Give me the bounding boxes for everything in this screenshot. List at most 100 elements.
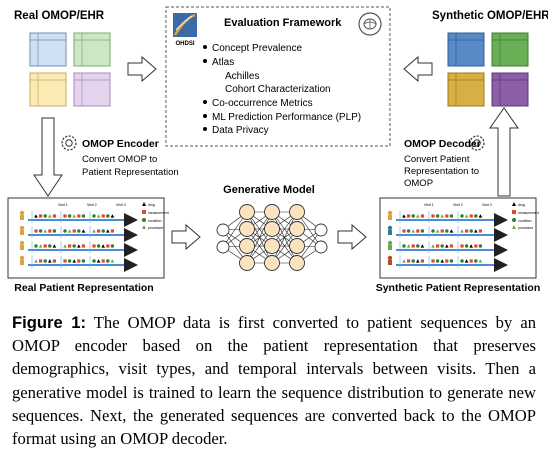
event-triangle-icon xyxy=(96,214,101,218)
bullet xyxy=(203,45,207,49)
event-triangle-icon xyxy=(416,259,420,263)
event-triangle-icon xyxy=(431,244,435,248)
real-table-1 xyxy=(29,32,67,67)
nn-node xyxy=(239,221,255,237)
generative-model-title: Generative Model xyxy=(223,184,315,196)
framework-item-concept-prevalence: Concept Prevalence xyxy=(212,43,302,54)
arrow-synthetic-to-framework xyxy=(403,55,433,83)
framework-item-co-occurrence: Co-occurrence Metrics xyxy=(212,98,313,109)
event-square-icon xyxy=(416,229,420,233)
event-circle-icon xyxy=(435,259,440,263)
event-circle-icon xyxy=(92,259,96,263)
nn-node xyxy=(216,223,230,237)
event-circle-icon xyxy=(464,244,469,248)
event-circle-icon xyxy=(106,214,110,218)
decoder-desc-line3: OMOP xyxy=(404,178,433,189)
arrow-encoder-down xyxy=(33,117,63,197)
nn-node xyxy=(239,255,255,271)
event-square-icon xyxy=(34,229,38,233)
framework-box xyxy=(165,6,391,147)
event-circle-icon xyxy=(474,259,478,263)
bullet xyxy=(203,100,207,104)
event-square-icon xyxy=(81,244,85,248)
event-square-icon xyxy=(43,244,47,248)
patient-avatar-icon xyxy=(388,230,392,235)
event-square-icon xyxy=(39,214,43,218)
encoder-title: OMOP Encoder xyxy=(82,138,159,150)
pipeline-diagram: Real OMOP/EHR OHDSI Evaluation Frame xyxy=(7,6,548,294)
brain-icon xyxy=(358,12,382,36)
arrow-model-to-synthetic-rep xyxy=(337,223,367,251)
legend-label: measurement xyxy=(518,211,539,215)
legend-label: condition xyxy=(518,219,532,223)
real-patient-representation: Visit 1 Visit 2 Visit 3 drug measurement… xyxy=(7,197,169,279)
nn-node xyxy=(314,223,328,237)
event-square-icon xyxy=(460,244,464,248)
framework-subitem-cohort-characterization: Cohort Characterization xyxy=(225,84,331,95)
event-square-icon xyxy=(440,229,444,233)
patient-avatar-icon xyxy=(20,230,24,235)
patient-avatar-icon xyxy=(388,215,392,220)
patient-avatar-icon xyxy=(19,240,25,246)
patient-avatar-icon xyxy=(20,260,24,265)
patient-avatar-icon xyxy=(19,210,25,216)
synthetic-table-4 xyxy=(491,72,529,107)
event-circle-icon xyxy=(435,214,440,218)
arrow-real-to-framework xyxy=(127,55,157,83)
event-square-icon xyxy=(77,214,81,218)
event-triangle-icon xyxy=(48,259,52,263)
framework-items: Concept Prevalence Atlas Achilles Cohort… xyxy=(203,43,361,136)
event-square-icon xyxy=(52,214,56,218)
legend-triangle-icon xyxy=(512,225,516,229)
decoder-desc-line1: Convert Patient xyxy=(404,154,470,165)
event-square-icon xyxy=(39,259,43,263)
visit-label: Visit 1 xyxy=(58,203,68,207)
legend-circle-icon xyxy=(142,218,146,222)
event-circle-icon xyxy=(38,229,43,233)
visit-label: Visit 3 xyxy=(482,203,492,207)
event-triangle-icon xyxy=(402,259,406,263)
decoder-gear-icon xyxy=(469,135,485,151)
figure-label: Figure 1: xyxy=(12,313,86,332)
legend-label: procedure xyxy=(518,226,533,230)
event-square-icon xyxy=(77,259,81,263)
real-rep-headers: Visit 1 Visit 2 Visit 3 xyxy=(58,203,126,207)
event-triangle-icon xyxy=(110,214,115,218)
event-triangle-icon xyxy=(34,214,38,218)
event-square-icon xyxy=(52,259,56,263)
event-circle-icon xyxy=(43,214,47,218)
event-triangle-icon xyxy=(440,214,444,218)
event-square-icon xyxy=(449,244,453,248)
event-triangle-icon xyxy=(96,259,101,263)
event-triangle-icon xyxy=(101,244,105,248)
legend-label: measurement xyxy=(148,211,169,215)
event-circle-icon xyxy=(63,229,67,233)
encoder-gear-icon xyxy=(61,135,77,151)
event-circle-icon xyxy=(431,229,435,233)
framework-item-data-privacy: Data Privacy xyxy=(212,125,269,136)
event-triangle-icon xyxy=(72,214,76,218)
event-triangle-icon xyxy=(72,259,76,263)
event-square-icon xyxy=(402,229,406,233)
event-triangle-icon xyxy=(52,244,57,248)
legend-square-icon xyxy=(512,210,516,214)
synthetic-patient-representation: Visit 1 Visit 2 Visit 3 drug measurement… xyxy=(379,197,539,279)
event-circle-icon xyxy=(411,214,415,218)
event-triangle-icon xyxy=(411,229,415,233)
framework-item-atlas: Atlas xyxy=(212,57,234,68)
nn-node xyxy=(239,204,255,220)
event-square-icon xyxy=(474,244,478,248)
nn-connection xyxy=(246,211,273,264)
patient-avatar-icon xyxy=(19,225,25,231)
nn-connection xyxy=(271,211,298,264)
event-triangle-icon xyxy=(67,229,72,233)
legend-circle-icon xyxy=(512,218,516,222)
bullet xyxy=(203,59,207,63)
nn-node xyxy=(289,238,305,254)
event-circle-icon xyxy=(81,214,86,218)
event-square-icon xyxy=(106,244,110,248)
event-triangle-icon xyxy=(469,244,473,248)
event-triangle-icon xyxy=(48,214,52,218)
event-square-icon xyxy=(101,214,105,218)
real-rep-legend: drug measurement condition procedure xyxy=(142,202,169,230)
